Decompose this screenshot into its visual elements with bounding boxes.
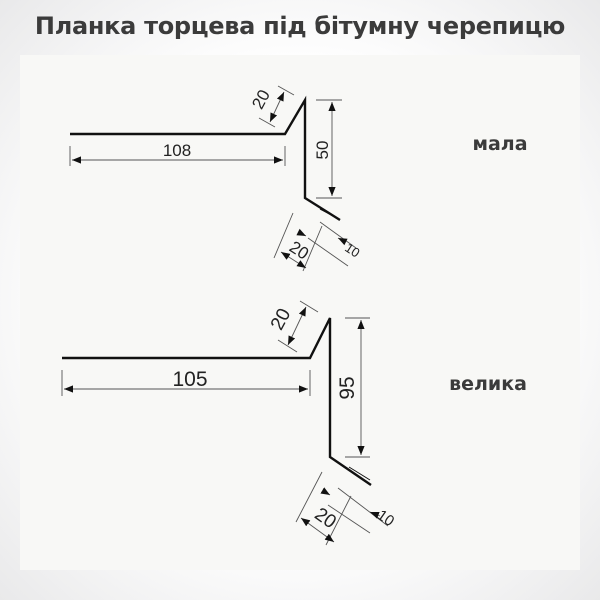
hem-label-large: 10 bbox=[374, 507, 397, 530]
dimension-length-large: 105 bbox=[61, 368, 311, 396]
top-flange-label-small: 20 bbox=[248, 87, 274, 113]
page-title: Планка торцева під бітумну черепицю bbox=[34, 12, 566, 40]
length-label-large: 105 bbox=[172, 368, 207, 391]
profile-large: 105 95 20 20 10 велика bbox=[61, 300, 527, 546]
height-label-small: 50 bbox=[313, 141, 332, 160]
height-label-large: 95 bbox=[336, 376, 359, 399]
dimension-height-small: 50 bbox=[313, 99, 342, 199]
variant-label-small: мала bbox=[472, 133, 527, 155]
dimension-bottom-flange-large: 20 10 bbox=[295, 471, 397, 546]
dimension-length-small: 108 bbox=[69, 141, 286, 166]
length-label-small: 108 bbox=[163, 141, 191, 160]
dimension-top-flange-large: 20 bbox=[267, 300, 319, 353]
dimension-height-large: 95 bbox=[336, 317, 370, 458]
dimension-top-flange-small: 20 bbox=[248, 85, 295, 128]
dimension-bottom-flange-small: 20 10 bbox=[273, 212, 363, 272]
top-flange-label-large: 20 bbox=[267, 305, 295, 334]
profile-line-large bbox=[62, 317, 372, 486]
profile-small: 108 50 20 20 10 мала bbox=[69, 85, 528, 272]
bottom-flange-label-large: 20 bbox=[310, 504, 339, 533]
hem-label-small: 10 bbox=[342, 240, 362, 260]
profile-line-small bbox=[70, 95, 341, 222]
variant-label-large: велика bbox=[449, 373, 527, 395]
